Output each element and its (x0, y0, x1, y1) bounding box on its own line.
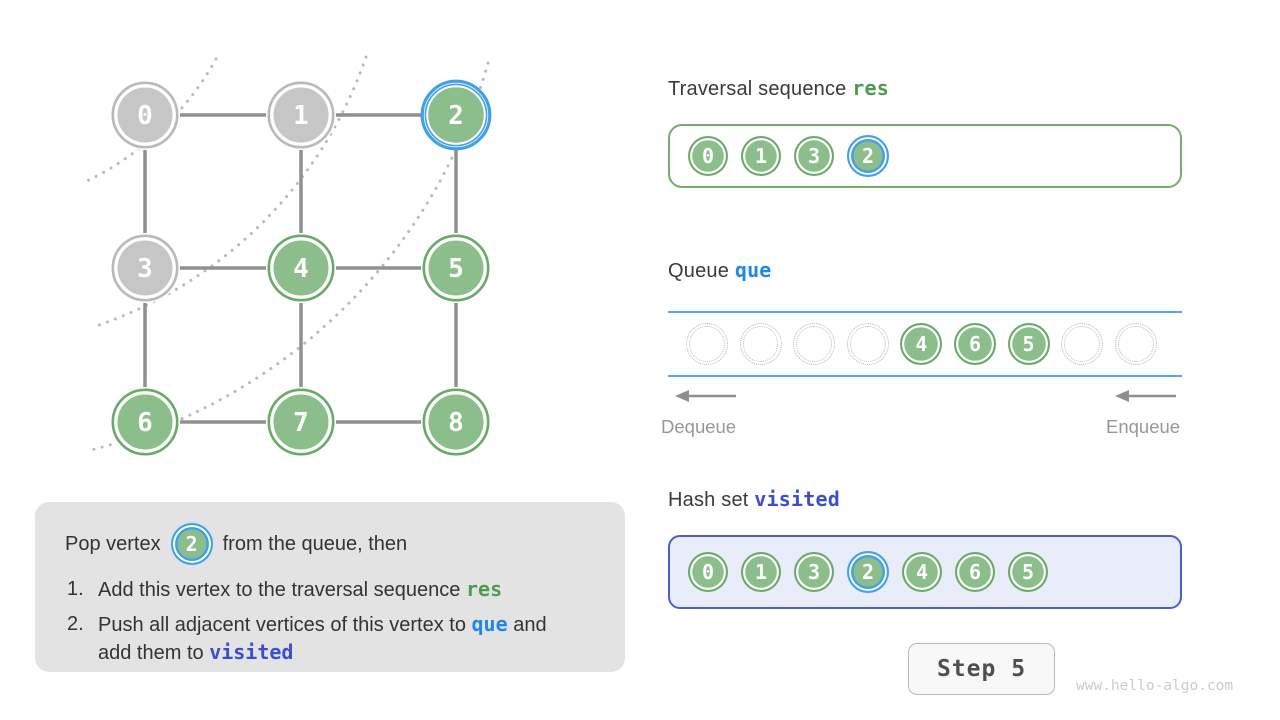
graph-vertex-4: 4 (266, 233, 336, 303)
queue-title-text: Queue (668, 260, 730, 282)
queue-slot-empty (793, 323, 836, 365)
visited-chip: 6 (955, 552, 995, 592)
queue-slot-empty (739, 323, 782, 365)
traversal-chip: 2 (847, 135, 889, 177)
queue-chip: 5 (1007, 323, 1050, 365)
graph-vertex-6: 6 (110, 387, 180, 457)
list-item: 2.Push all adjacent vertices of this ver… (67, 612, 547, 664)
visited-keyword: visited (754, 487, 840, 511)
watermark: www.hello-algo.com (1076, 678, 1234, 694)
intro-text-after: from the queue, then (222, 532, 408, 555)
traversal-chip: 0 (688, 136, 728, 176)
queue-chip: 6 (953, 323, 996, 365)
visited-chip: 0 (688, 552, 728, 592)
queue-slot-empty (1061, 323, 1104, 365)
graph-vertex-2: 2 (420, 79, 492, 151)
queue-slot-empty (686, 323, 728, 365)
current-vertex-label: 2 (185, 532, 198, 556)
vertex-label: 2 (448, 101, 464, 131)
res-keyword: res (465, 577, 503, 601)
queue-slot-empty (846, 323, 889, 365)
vertex-label: 3 (137, 254, 153, 284)
dequeue-arrow-icon (674, 388, 738, 404)
queue-chip: 4 (900, 323, 943, 365)
visited-title-text: Hash set (668, 489, 749, 511)
visited-title: Hash set visited (668, 487, 840, 512)
bfs-wave-arc (97, 55, 368, 327)
vertex-label: 7 (293, 408, 309, 438)
current-vertex-chip: 2 (170, 523, 213, 565)
graph-canvas: 0 1 2 3 4 5 6 7 8 (85, 55, 492, 457)
enqueue-arrow-icon (1114, 388, 1178, 404)
vertex-label: 8 (448, 408, 464, 438)
step-button[interactable]: Step 5 (908, 643, 1055, 695)
visited-chip: 4 (902, 552, 942, 592)
graph-vertex-0: 0 (110, 80, 180, 150)
visited-chip: 1 (741, 552, 781, 592)
visited-chip: 5 (1008, 552, 1048, 592)
res-keyword: res (852, 76, 890, 100)
graph-vertex-7: 7 (266, 387, 336, 457)
enqueue-label: Enqueue (1106, 416, 1181, 437)
que-keyword: que (734, 258, 772, 282)
graph-vertex-1: 1 (266, 80, 336, 150)
intro-text-before: Pop vertex (65, 532, 161, 555)
queue-slot-empty (1114, 323, 1157, 365)
visited-chip: 3 (794, 552, 834, 592)
vertex-label: 1 (293, 101, 309, 131)
queue-title: Queue que (668, 258, 772, 283)
que-keyword: que (471, 612, 508, 636)
graph-vertex-8: 8 (421, 387, 491, 457)
traversal-sequence-title: Traversal sequence res (668, 76, 889, 101)
traversal-chip: 1 (741, 136, 781, 176)
dequeue-label: Dequeue (661, 416, 737, 437)
description-intro: Pop vertex 2 from the queue, then (65, 522, 600, 566)
description-box: Pop vertex 2 from the queue, then 1.Add … (35, 502, 625, 672)
list-item: 1.Add this vertex to the traversal seque… (67, 577, 503, 601)
vertex-label: 5 (448, 254, 464, 284)
graph-vertex-5: 5 (421, 233, 491, 303)
traversal-chip: 3 (794, 136, 834, 176)
visited-keyword: visited (209, 640, 294, 664)
traversal-title-text: Traversal sequence (668, 78, 847, 100)
description-step-list: 1.Add this vertex to the traversal seque… (60, 576, 600, 667)
vertex-label: 6 (137, 408, 153, 438)
vertex-label: 0 (137, 101, 153, 131)
visited-chip: 2 (847, 551, 889, 593)
vertex-label: 4 (293, 254, 309, 284)
graph-vertex-3: 3 (110, 233, 180, 303)
step-label: Step 5 (936, 656, 1027, 682)
